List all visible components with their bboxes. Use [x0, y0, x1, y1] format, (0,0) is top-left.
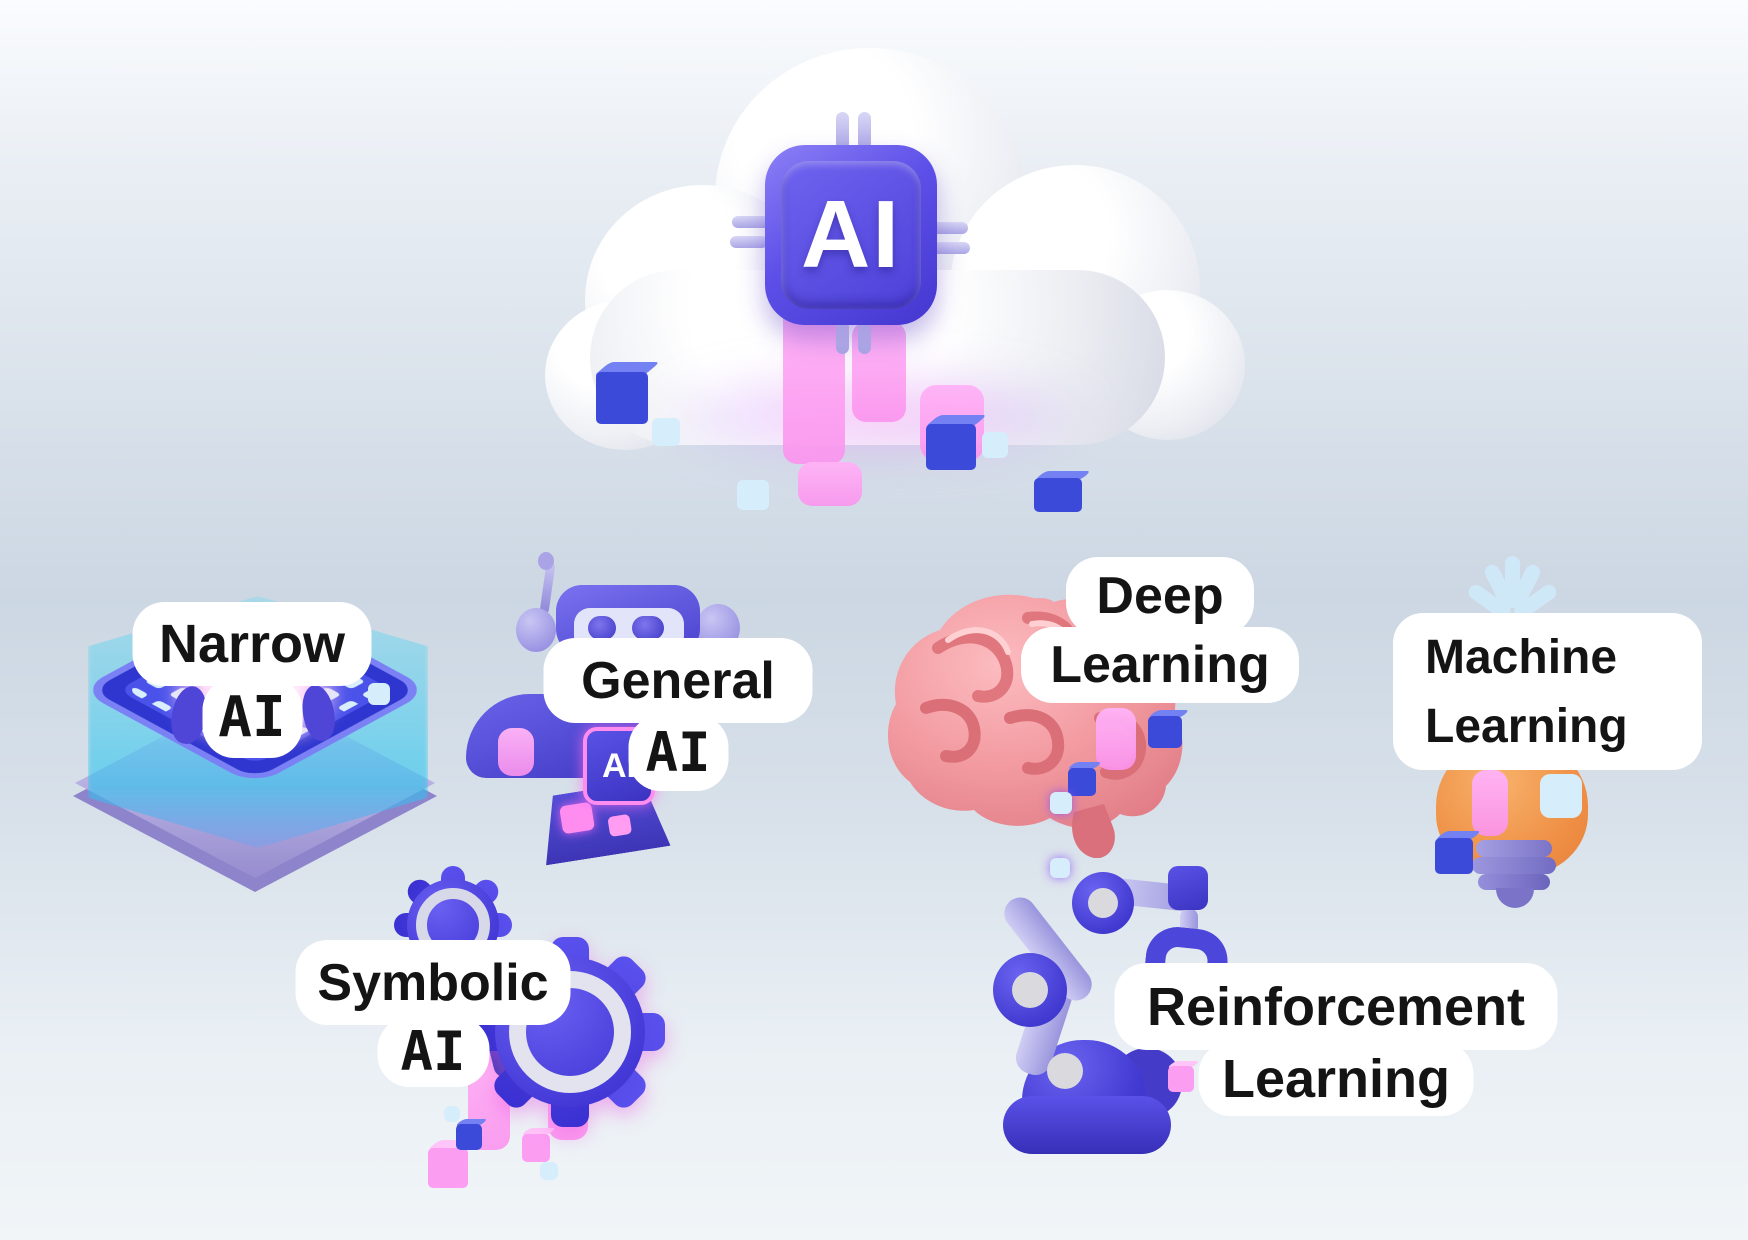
chip-pin	[932, 242, 970, 254]
bulb-screw	[1476, 840, 1552, 857]
label-text: AI	[645, 721, 711, 784]
robot-pink-bar	[498, 728, 534, 776]
label-text: Learning	[1050, 636, 1270, 694]
cube-icon	[594, 361, 661, 424]
label-general-ai: General AI	[543, 638, 813, 791]
circuit-pink-square	[559, 802, 595, 835]
label-line: AI	[377, 1017, 489, 1087]
cube-icon	[1147, 709, 1190, 748]
cube-icon	[1050, 858, 1070, 878]
circuit-pink-square	[607, 814, 632, 837]
lightbulb-blue-square	[1540, 774, 1582, 818]
robot-antenna-tip	[538, 552, 554, 570]
label-line: General	[543, 638, 813, 723]
arm-joint-core	[1088, 888, 1118, 918]
cube-icon	[652, 418, 680, 446]
label-line: Deep	[1066, 557, 1254, 635]
cube-icon	[521, 1128, 557, 1162]
bulb-tip	[1496, 888, 1534, 908]
robot-ear-left	[516, 608, 556, 652]
cube-icon	[540, 1162, 558, 1180]
chip-pin	[836, 112, 849, 150]
label-reinforcement-learning: Reinforcement Learning	[1114, 963, 1558, 1116]
label-line: Reinforcement	[1114, 963, 1558, 1050]
wrist-cube	[1168, 866, 1208, 910]
cube-icon	[444, 1106, 460, 1122]
chip-pin	[858, 320, 871, 354]
wrist-shaft	[1180, 908, 1198, 936]
ai-chip-face: AI	[781, 161, 921, 309]
cube-icon	[1034, 471, 1092, 512]
label-symbolic-ai: Symbolic AI	[295, 940, 571, 1087]
base-screw	[1047, 1053, 1083, 1089]
label-line: Learning	[1021, 627, 1299, 703]
chip-pin	[732, 216, 770, 228]
label-text: Learning	[1221, 1049, 1451, 1109]
robot-eye-left	[588, 616, 616, 640]
cube-icon	[455, 1118, 489, 1150]
label-line: AI	[628, 715, 728, 791]
robot-eye-right	[632, 616, 664, 640]
cube-icon	[1067, 762, 1103, 796]
ai-chip: AI	[765, 145, 937, 325]
label-text: Machine	[1425, 630, 1618, 684]
arm-joint-core	[1012, 972, 1048, 1008]
bulb-screw	[1478, 874, 1550, 890]
cube-icon	[426, 1140, 478, 1188]
cube-icon	[1433, 830, 1482, 874]
label-line: Learning	[1198, 1042, 1474, 1116]
label-narrow-ai: Narrow AI	[132, 602, 372, 758]
cube-icon	[737, 480, 769, 510]
label-text: Narrow	[158, 614, 346, 674]
cube-icon	[1167, 1060, 1201, 1092]
label-text: Reinforcement	[1146, 976, 1526, 1037]
robot-arm-base	[1003, 1096, 1171, 1154]
cube-icon	[368, 683, 390, 705]
label-line: Narrow	[132, 602, 372, 686]
label-line: AI	[202, 678, 302, 758]
data-stream-square	[798, 462, 862, 506]
chip-pin	[836, 320, 849, 354]
cube-icon	[924, 414, 988, 470]
chip-pin	[730, 236, 768, 248]
label-text: Learning	[1425, 699, 1628, 753]
label-text: AI	[218, 685, 286, 750]
label-text: General	[581, 651, 775, 710]
label-text: AI	[400, 1020, 466, 1083]
data-stream-bar	[1096, 708, 1136, 770]
label-machine-learning: Machine Learning	[1393, 613, 1702, 770]
chip-pin	[858, 112, 871, 150]
cube-icon	[982, 432, 1008, 458]
bulb-screw	[1472, 857, 1556, 874]
ai-chip-label: AI	[801, 181, 901, 288]
lightbulb-pink-bar	[1472, 770, 1508, 836]
label-line: Symbolic	[295, 940, 571, 1025]
label-text: Symbolic	[317, 953, 549, 1012]
cube-icon	[1050, 792, 1072, 814]
label-deep-learning: Deep Learning	[1021, 557, 1299, 703]
chip-pin	[930, 222, 968, 234]
label-text: Deep	[1096, 567, 1224, 625]
